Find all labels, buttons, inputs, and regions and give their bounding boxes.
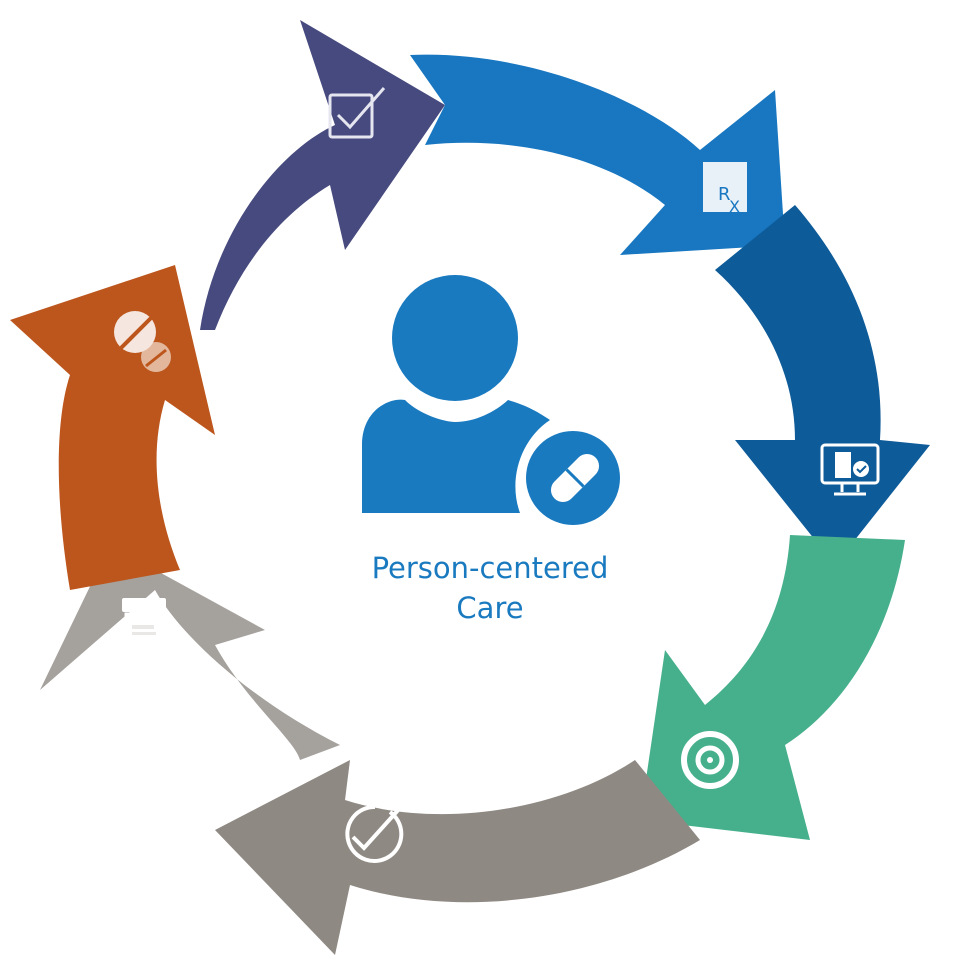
step-arrow-medications (10, 265, 215, 590)
monitor-clipboard-check-icon (820, 443, 880, 496)
medicine-bottle-icon (122, 598, 166, 666)
center-label-line1: Person-centered (371, 551, 609, 585)
step-arrow-verify (215, 760, 700, 955)
step-arrow-dispense (40, 545, 340, 760)
pills-icon (114, 311, 171, 372)
step-arrow-review (715, 205, 930, 565)
prescription-rx-icon: R X (703, 162, 747, 216)
step-arrow-prescribe: R X (410, 54, 785, 255)
svg-text:R: R (718, 184, 731, 205)
circle-check-icon (345, 804, 404, 863)
person-with-pill-icon (362, 275, 625, 530)
svg-text:X: X (729, 197, 740, 216)
center-label: Person-centered Care (330, 548, 650, 628)
step-arrow-assess (200, 20, 445, 330)
center-label-line2: Care (456, 591, 524, 625)
step-arrow-goals (640, 535, 905, 840)
target-icon (681, 731, 739, 789)
checkbox-icon (328, 87, 386, 139)
